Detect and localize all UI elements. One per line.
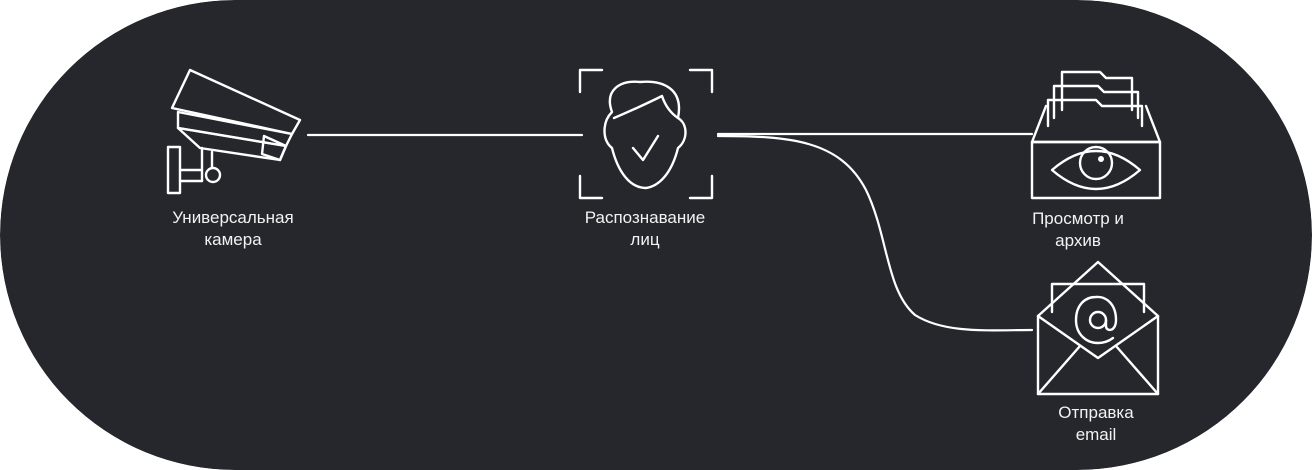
archive-eye-icon (1030, 70, 1162, 200)
face-recognition-icon (578, 68, 714, 200)
email-envelope-icon (1036, 260, 1160, 396)
camera-label: Универсальная камера (172, 208, 294, 249)
cctv-camera-icon (166, 68, 302, 195)
connectors (306, 132, 1034, 332)
archive-label: Просмотр и архив (1032, 209, 1124, 250)
face-recognition-label: Распознавание лиц (584, 208, 706, 249)
edge-face-email (716, 134, 1034, 332)
email-label: Отправка email (1058, 403, 1134, 444)
